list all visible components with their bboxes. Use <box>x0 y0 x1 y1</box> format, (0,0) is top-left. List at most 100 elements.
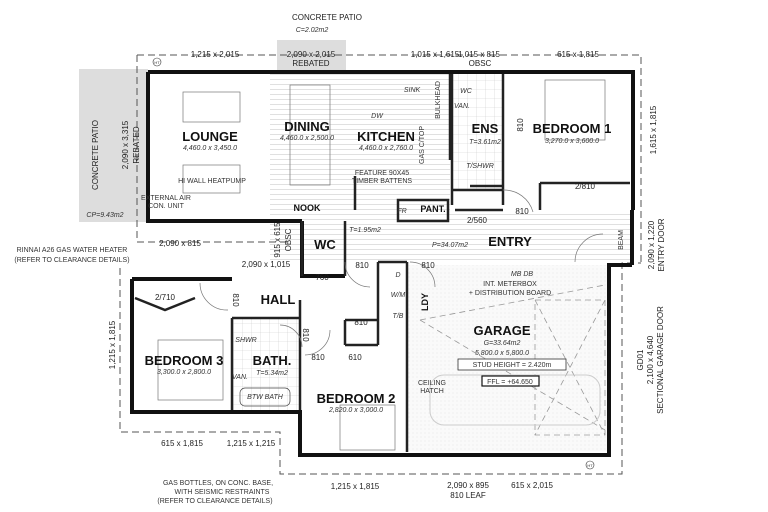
door-labels: 810 2/810 810 2/560 760 810 810 2/710 81… <box>155 118 596 362</box>
window-11: 2,090 x 1,015 <box>242 260 291 269</box>
concrete-patio-top <box>277 40 346 71</box>
room-dining: DINING <box>284 119 330 134</box>
entry-door-note: ENTRY DOOR <box>657 218 666 271</box>
bath-vanity: VAN. <box>232 374 248 381</box>
battens-label-1: FEATURE 90X45 <box>355 170 409 177</box>
room-ens-area: T=3.61m2 <box>469 139 501 146</box>
door-bedroom-2: 810 <box>311 353 325 362</box>
water-heater-label-2: (REFER TO CLEARANCE DETAILS) <box>14 257 129 264</box>
room-nook: NOOK <box>294 203 322 213</box>
annotations: CONCRETE PATIO C=2.02m2 CONCRETE PATIO C… <box>14 13 625 505</box>
garage-door-size: 2,100 x 4,640 <box>646 335 655 384</box>
entry-door: 2,090 x 1,220 <box>647 220 656 269</box>
window-8: 2,090 x 3,315 <box>121 120 130 169</box>
ens-shower: T/SHWR <box>466 163 494 170</box>
tub: T/B <box>393 313 404 320</box>
room-bath: BATH. <box>253 353 292 368</box>
interior-walls <box>134 74 630 452</box>
shower: SHWR <box>235 337 256 344</box>
window-17: 615 x 2,015 <box>511 481 553 490</box>
patio-top-label: CONCRETE PATIO <box>292 13 362 22</box>
ceiling-hatch-label-1: CEILING <box>418 380 446 387</box>
room-dining-dims: 4,460.0 x 2,500.0 <box>280 135 334 142</box>
door-laundry-b: 810 <box>421 261 435 270</box>
room-bedroom-1-dims: 3,270.0 x 3,600.0 <box>545 138 599 145</box>
door-bedroom-1: 810 <box>515 207 529 216</box>
aircon-label-1: EXTERNAL AIR <box>141 195 191 202</box>
door-laundry-a: 810 <box>355 261 369 270</box>
door-bedroom-2-robe-b: 610 <box>348 353 362 362</box>
battens-label-2: TIMBER BATTENS <box>352 178 412 185</box>
door-swings <box>199 189 604 356</box>
ht-marker-1: HT <box>154 60 160 65</box>
gas-cooktop: GAS C/TOP <box>419 126 426 164</box>
room-garage-dims: 5,800.0 x 5,800.0 <box>475 350 529 357</box>
gas-label-1: GAS BOTTLES, ON CONC. BASE, <box>163 480 273 487</box>
garage-side-door-note: 810 LEAF <box>450 491 486 500</box>
dishwasher: DW <box>371 113 384 120</box>
bath-tiles <box>233 318 299 410</box>
door-bedroom-3: 810 <box>231 293 240 307</box>
ens-toilet: WC <box>460 88 473 95</box>
ht-marker-2: HT <box>587 463 593 468</box>
window-3: 1,015 x 1,615 <box>411 50 460 59</box>
room-lounge-dims: 4,460.0 x 3,450.0 <box>183 145 237 152</box>
window-10-note: OBSC <box>284 228 293 251</box>
window-labels: 1,215 x 2,015 2,090 x 2,015 REBATED 1,01… <box>108 50 666 500</box>
room-kitchen: KITCHEN <box>357 129 415 144</box>
room-bedroom-3-dims: 3,300.0 x 2,800.0 <box>157 369 211 376</box>
heatpump-label: HI WALL HEATPUMP <box>178 178 246 185</box>
room-kitchen-dims: 4,460.0 x 2,760.0 <box>359 145 413 152</box>
gas-label-2: WITH SEISMIC RESTRAINTS <box>175 489 270 496</box>
door-wc: 760 <box>315 273 329 282</box>
room-pantry: PANT. <box>420 204 445 214</box>
room-ens: ENS <box>472 121 499 136</box>
window-14: 1,215 x 1,215 <box>227 439 276 448</box>
window-13: 615 x 1,815 <box>161 439 203 448</box>
ens-vanity: VAN. <box>454 103 470 110</box>
fixture-labels: SINK DW BULKHEAD GAS C/TOP WC VAN. T/SHW… <box>232 81 494 401</box>
meter-label-2: + DISTRIBUTION BOARD <box>469 290 551 297</box>
room-garage-area: G=33.64m2 <box>484 340 521 347</box>
ens-tiles <box>452 74 503 190</box>
room-wc-area: T=1.95m2 <box>349 227 381 234</box>
window-2: 2,090 x 2,015 <box>287 50 336 59</box>
window-2-note: REBATED <box>292 59 329 68</box>
room-garage: GARAGE <box>473 323 530 338</box>
dryer: D <box>395 272 400 279</box>
room-lounge: LOUNGE <box>182 129 238 144</box>
room-bedroom-1: BEDROOM 1 <box>533 121 612 136</box>
car-outline <box>429 374 601 426</box>
sink: SINK <box>404 87 421 94</box>
window-6: 1,615 x 1,815 <box>649 105 658 154</box>
window-4-note: OBSC <box>469 59 492 68</box>
room-laundry: LDY <box>420 293 430 311</box>
window-15: 1,215 x 1,815 <box>331 482 380 491</box>
room-labels: LOUNGE 4,460.0 x 3,450.0 DINING 4,460.0 … <box>145 119 612 414</box>
room-bedroom-3: BEDROOM 3 <box>145 353 224 368</box>
window-5: 615 x 1,815 <box>557 50 599 59</box>
door-linen: 2/560 <box>467 216 488 225</box>
patio-top-area: C=2.02m2 <box>296 27 329 34</box>
window-12: 1,215 x 1,815 <box>108 320 117 369</box>
bath-tub: BTW BATH <box>247 394 284 401</box>
garage-door-code: GD01 <box>636 349 645 370</box>
door-bedroom-1-robe: 2/810 <box>575 182 596 191</box>
patio-left-area: CP=9.43m2 <box>86 212 123 219</box>
door-bedroom-2-robe-a: 810 <box>354 318 368 327</box>
door-ens: 810 <box>516 118 525 132</box>
aircon-label-2: CON. UNIT <box>148 203 185 210</box>
room-entry-area: P=34.07m2 <box>432 242 468 249</box>
meter-label-1: INT. METERBOX <box>483 281 537 288</box>
washing-machine: W/M <box>391 292 406 299</box>
beam-label: BEAM <box>618 230 625 250</box>
water-heater-label-1: RINNAI A26 GAS WATER HEATER <box>17 247 128 254</box>
bulkhead: BULKHEAD <box>435 81 442 119</box>
meter-codes: MB DB <box>511 271 534 278</box>
door-bedroom-3-robe: 2/710 <box>155 293 176 302</box>
ffl-label: FFL = +64.650 <box>487 379 533 386</box>
room-bedroom-2: BEDROOM 2 <box>317 391 396 406</box>
ceiling-hatch-label-2: HATCH <box>420 388 444 395</box>
garage-door-type: SECTIONAL GARAGE DOOR <box>656 306 665 414</box>
fridge: FR <box>397 208 406 215</box>
